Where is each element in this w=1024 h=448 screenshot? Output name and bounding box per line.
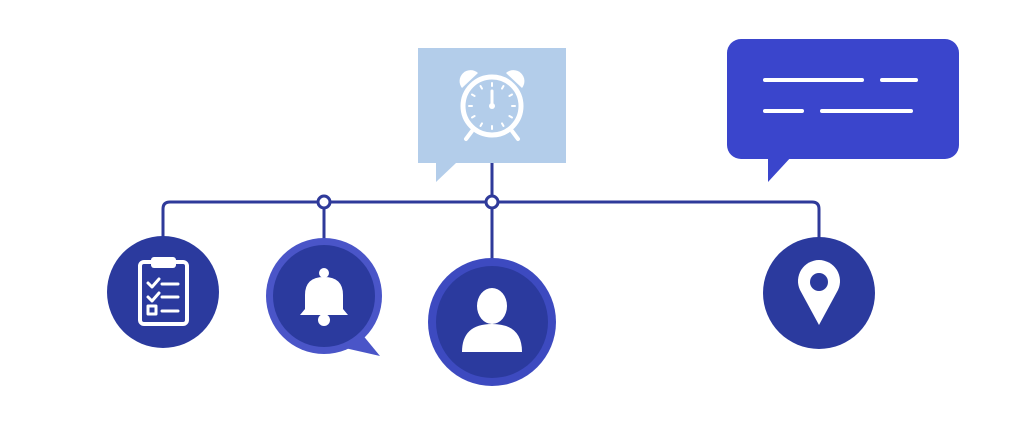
junction-node-bell xyxy=(316,194,332,210)
bell-icon xyxy=(300,268,348,326)
user-icon xyxy=(462,288,522,352)
text-lines-icon xyxy=(763,78,918,113)
location-node xyxy=(763,237,875,349)
alarm-clock-icon xyxy=(459,70,525,141)
clipboard-checklist-icon xyxy=(138,257,189,326)
message-bubble xyxy=(727,39,959,182)
junction-nodes xyxy=(316,194,500,210)
message-bubble-body xyxy=(727,39,959,159)
alarm-bubble xyxy=(418,48,566,182)
location-pin-icon xyxy=(798,260,840,325)
user-node xyxy=(428,258,556,386)
junction-node-user xyxy=(484,194,500,210)
clipboard-node xyxy=(107,236,219,348)
message-bubble-tail xyxy=(768,156,792,182)
alarm-bubble-tail xyxy=(436,163,456,182)
bell-node xyxy=(266,238,382,356)
connector-lines xyxy=(161,161,821,260)
